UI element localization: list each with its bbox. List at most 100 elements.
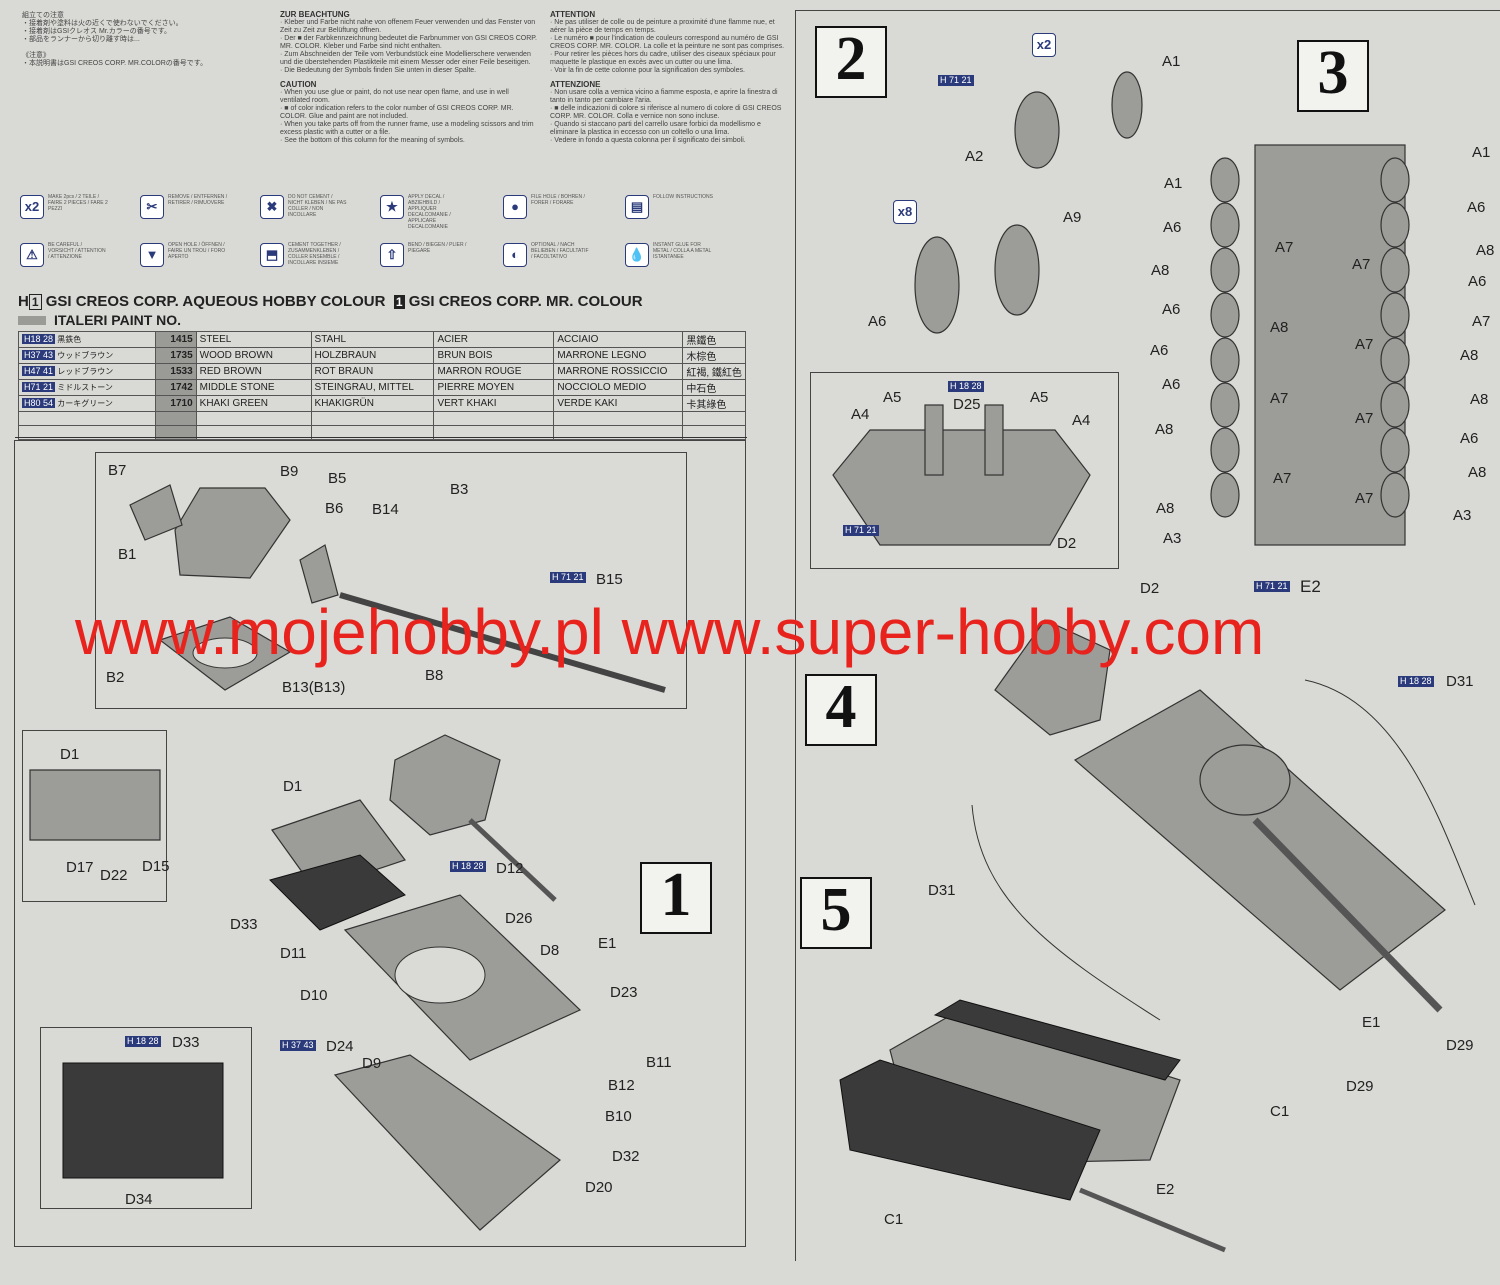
paint-code: H71 21 <box>22 382 56 392</box>
road-wheel <box>1380 382 1410 428</box>
note-line: · Quando si staccano parti del carrello … <box>550 121 761 136</box>
jp-line: ・接着剤や塗料は火の近くで使わないでください。 <box>22 20 183 27</box>
symbol-text: REMOVE / ENTFERNEN / RETIRER / RIMUOVERE <box>168 194 228 206</box>
symbol-text: FILE HOLE / BOHREN / FORER / FORARE <box>531 194 585 206</box>
part-label: A7 <box>1275 239 1294 256</box>
paint-cell-jp: H37 43 ウッドブラウン <box>17 347 157 364</box>
exhaust-a5 <box>984 404 1004 476</box>
french-notes: ATTENTION · Ne pas utiliser de colle ou … <box>550 10 785 145</box>
part-label: C1 <box>884 1211 904 1228</box>
sprocket-a1 <box>1111 71 1143 139</box>
part-label: D9 <box>362 1055 382 1072</box>
part-label: D10 <box>300 987 328 1004</box>
part-label: B7 <box>108 462 127 479</box>
part-label: D2 <box>1140 580 1160 597</box>
part-label: D20 <box>585 1179 613 1196</box>
road-wheel <box>1380 472 1410 518</box>
part-label: A7 <box>1355 336 1374 353</box>
part-label: A8 <box>1476 242 1495 259</box>
road-wheel <box>1210 157 1240 203</box>
step-number-4: 4 <box>805 674 877 746</box>
note-line: · Vedere in fondo a questa colonna per i… <box>550 137 746 144</box>
part-label: A5 <box>1030 389 1049 406</box>
road-wheel <box>1380 202 1410 248</box>
paint-cell-jp: H71 21 ミドルストーン <box>17 379 157 396</box>
step-number-5: 5 <box>800 877 872 949</box>
part-label: A2 <box>965 148 984 165</box>
barrel <box>468 818 557 902</box>
jp-line: ・部品をランナーから切り離す時は... <box>22 36 140 43</box>
divider <box>15 437 747 438</box>
part-label: D1 <box>60 746 80 763</box>
note-line: · Der ■ der Farbkennzeichnung bedeutet d… <box>280 35 537 50</box>
part-label: A6 <box>1162 376 1181 393</box>
road-wheel <box>1380 427 1410 473</box>
part-label: A8 <box>1460 347 1479 364</box>
part-label: A1 <box>1472 144 1491 161</box>
part-label: A1 <box>1162 53 1181 70</box>
part-label: B15 <box>596 571 623 588</box>
road-wheel <box>1210 472 1240 518</box>
symbol-text: FOLLOW INSTRUCTIONS <box>653 194 714 200</box>
part-label: A7 <box>1472 313 1491 330</box>
step-number-3: 3 <box>1297 40 1369 112</box>
english-title: CAUTION <box>280 80 317 89</box>
note-line: · Die Bedeutung der Symbols finden Sie u… <box>280 67 477 74</box>
road-wheel <box>1210 382 1240 428</box>
road-wheel <box>1210 202 1240 248</box>
make-eight-icon: x8 <box>893 200 917 224</box>
part-label: A3 <box>1453 507 1472 524</box>
note-line: · Zum Abschneiden der Teile vom Verbunds… <box>280 51 531 66</box>
german-notes: ZUR BEACHTUNG · Kleber und Farbe nicht n… <box>280 10 538 145</box>
part-label: B2 <box>106 669 125 686</box>
part-label: C1 <box>1270 1103 1290 1120</box>
part-label: D32 <box>612 1148 640 1165</box>
h-prefix: H <box>18 293 29 310</box>
part-label: B10 <box>605 1108 632 1125</box>
part-label: D12 <box>496 860 524 877</box>
part-label: A1 <box>1164 175 1183 192</box>
paint-cell-cn: 木棕色 <box>682 347 746 364</box>
italeri-label: ITALERI PAINT NO. <box>54 312 182 328</box>
step-number-2: 2 <box>815 26 887 98</box>
turret-opening <box>394 946 486 1004</box>
part-label: A8 <box>1156 500 1175 517</box>
paint-cell-it <box>553 425 684 440</box>
file-hole-icon: ● <box>503 195 527 219</box>
symbol-text: OPEN HOLE / ÖFFNEN / FAIRE UN TROU / FOR… <box>168 242 226 260</box>
watermark: www.mojehobby.pl www.super-hobby.com <box>75 596 1265 668</box>
part-label: D29 <box>1446 1037 1474 1054</box>
gun-barrel-b15 <box>339 592 666 693</box>
italian-title: ATTENZIONE <box>550 80 601 89</box>
symbol-text: DO NOT CEMENT / NICHT KLEBEN / NE PAS CO… <box>288 194 347 218</box>
paint-callout: H 71 21 <box>550 572 586 583</box>
jp-line: 《注意》 <box>22 52 50 59</box>
part-label: A3 <box>1163 530 1182 547</box>
part-label: B13(B13) <box>282 679 346 696</box>
symbol-text: BEND / BIEGEN / PLIER / PIEGARE <box>408 242 467 254</box>
part-label: A8 <box>1270 319 1289 336</box>
jp-line: 組立ての注意 <box>22 12 64 19</box>
deck-detail-frame <box>22 730 167 902</box>
part-label: E2 <box>1156 1181 1175 1198</box>
paint-cell-italeri: 1710 <box>155 395 197 412</box>
mantlet-b6 <box>299 544 339 604</box>
mr-badge: 1 <box>393 295 405 309</box>
track-c1-top <box>933 999 1181 1081</box>
part-label: D31 <box>1446 673 1474 690</box>
note-line: · ■ of color indication refers to the co… <box>280 105 514 120</box>
part-label: A4 <box>851 406 870 423</box>
part-label: D24 <box>326 1038 354 1055</box>
note-line: · Pour retirer les pièces hors du cadre,… <box>550 51 776 66</box>
road-wheels <box>1210 157 1410 518</box>
wheel-a9 <box>994 224 1040 316</box>
paint-cell-italeri <box>155 425 197 440</box>
part-label: D1 <box>283 778 303 795</box>
paint-cell-cn <box>682 425 746 440</box>
note-line: · Voir la fin de cette colonne pour la s… <box>550 67 745 74</box>
bend-icon: ⇧ <box>380 243 404 267</box>
part-label: D17 <box>66 859 94 876</box>
part-label: D2 <box>1057 535 1077 552</box>
part-label: B6 <box>325 500 344 517</box>
